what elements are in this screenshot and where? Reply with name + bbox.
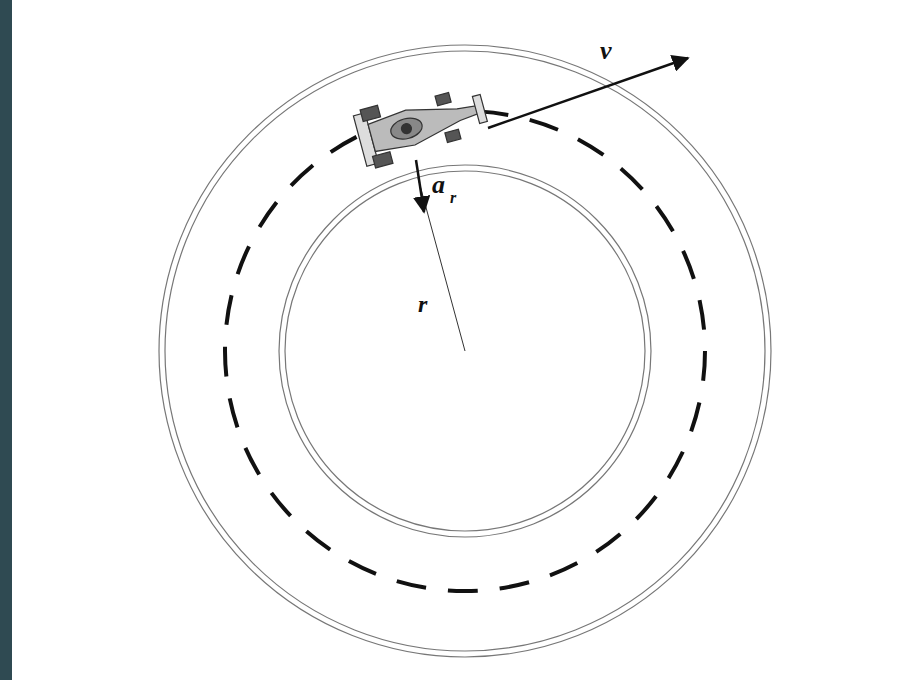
velocity-label: v: [600, 38, 612, 64]
inner-edge: [285, 171, 645, 531]
velocity-arrow: [488, 58, 688, 128]
edge-strip: [0, 0, 12, 680]
lane-line: [225, 111, 705, 591]
radius-label: r: [418, 292, 427, 316]
acceleration-subscript: r: [450, 190, 456, 206]
radius-line: [418, 178, 465, 351]
outer-edge: [159, 45, 771, 657]
acceleration-label: a: [432, 172, 445, 198]
race-car: [352, 79, 491, 170]
outer-edge: [165, 51, 765, 651]
inner-edge: [279, 165, 651, 537]
acceleration-arrow: [416, 160, 424, 212]
